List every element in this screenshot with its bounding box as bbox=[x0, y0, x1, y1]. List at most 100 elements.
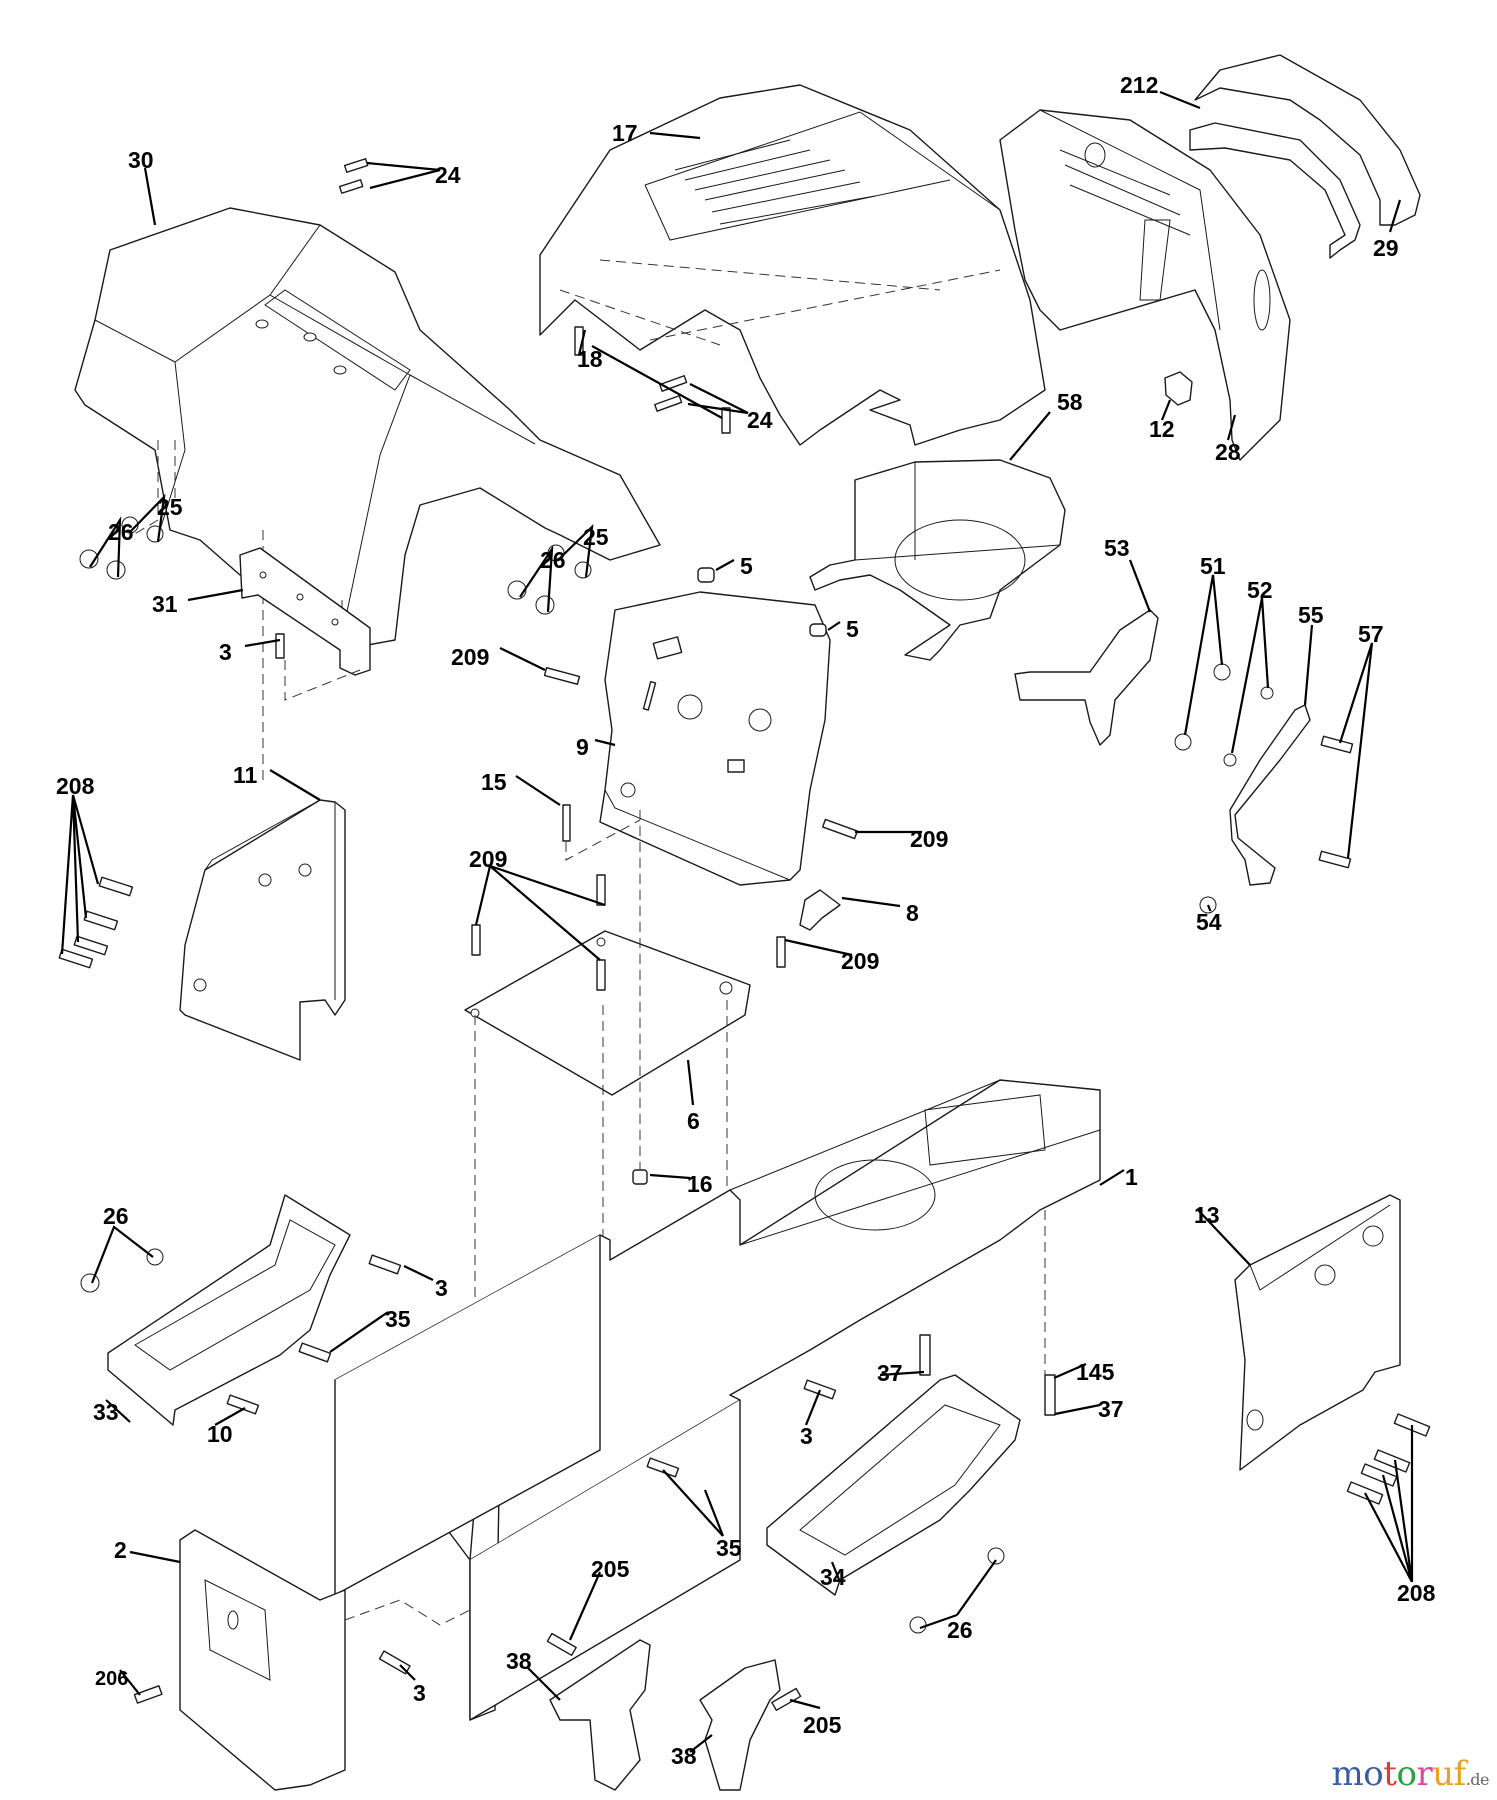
part-hood bbox=[539, 84, 1046, 446]
callout-206: 206 bbox=[95, 1668, 128, 1690]
callout-26: 26 bbox=[540, 547, 566, 573]
part-clip-8 bbox=[799, 889, 841, 931]
callout-18: 18 bbox=[577, 346, 603, 372]
bolt-pair-24-top bbox=[338, 158, 369, 194]
callout-205: 205 bbox=[803, 1712, 842, 1738]
nut-16 bbox=[632, 1169, 648, 1185]
part-plate-6 bbox=[464, 930, 751, 1096]
callout-208: 208 bbox=[56, 773, 95, 799]
callout-12: 12 bbox=[1149, 416, 1175, 442]
watermark-letter: r bbox=[1416, 1754, 1433, 1794]
callout-55: 55 bbox=[1298, 602, 1324, 628]
callout-37: 37 bbox=[877, 1360, 903, 1386]
callout-1: 1 bbox=[1125, 1164, 1138, 1190]
part-shroud-58 bbox=[809, 459, 1066, 661]
callout-54: 54 bbox=[1196, 909, 1222, 935]
part-grille-28 bbox=[999, 109, 1291, 461]
callout-35: 35 bbox=[385, 1306, 411, 1332]
part-side-panel-11 bbox=[179, 799, 346, 1061]
callout-30: 30 bbox=[128, 147, 154, 173]
callout-209: 209 bbox=[841, 948, 879, 974]
part-clip-12 bbox=[1164, 371, 1193, 406]
callout-57: 57 bbox=[1358, 621, 1384, 647]
callout-24: 24 bbox=[435, 162, 461, 188]
callout-209: 209 bbox=[910, 826, 948, 852]
callout-26: 26 bbox=[103, 1203, 129, 1229]
screw-205-upper bbox=[546, 1632, 577, 1657]
screw-209-upper bbox=[543, 667, 581, 685]
part-trim-212 bbox=[1189, 122, 1361, 259]
callout-37: 37 bbox=[1098, 1396, 1124, 1422]
callout-16: 16 bbox=[687, 1171, 713, 1197]
callout-29: 29 bbox=[1373, 235, 1399, 261]
part-front-bracket-2 bbox=[179, 1529, 346, 1791]
bolts-208-left bbox=[58, 876, 134, 969]
screws-209-group-c bbox=[596, 959, 606, 991]
watermark-letter: t bbox=[1383, 1754, 1397, 1794]
callout-209: 209 bbox=[469, 846, 507, 872]
callout-13: 13 bbox=[1194, 1202, 1220, 1228]
callout-208: 208 bbox=[1397, 1580, 1436, 1606]
callout-3: 3 bbox=[413, 1680, 426, 1706]
part-38-lower bbox=[699, 1659, 781, 1791]
watermark-letter: f bbox=[1453, 1754, 1467, 1794]
screw-209-right bbox=[821, 818, 859, 840]
part-bracket-31 bbox=[239, 547, 371, 676]
watermark-logo: motoruf.de bbox=[1331, 1754, 1490, 1794]
callout-52: 52 bbox=[1247, 577, 1273, 603]
screw-15 bbox=[562, 804, 571, 842]
screws-209-group-a bbox=[471, 924, 481, 956]
callout-34: 34 bbox=[820, 1564, 846, 1590]
callout-3: 3 bbox=[435, 1275, 448, 1301]
callout-25: 25 bbox=[157, 494, 183, 520]
callout-3: 3 bbox=[800, 1423, 813, 1449]
part-bracket-55 bbox=[1229, 704, 1311, 886]
callout-2: 2 bbox=[114, 1537, 127, 1563]
watermark-letter: m bbox=[1331, 1754, 1364, 1794]
callout-5: 5 bbox=[740, 553, 753, 579]
part-footrest-34 bbox=[766, 1374, 1021, 1596]
callout-205: 205 bbox=[591, 1556, 630, 1582]
grommet-5a bbox=[697, 567, 715, 583]
bolts-208-right bbox=[1346, 1413, 1431, 1505]
screw-206 bbox=[133, 1685, 163, 1704]
screw-205-lower bbox=[771, 1687, 802, 1712]
screws-209-group-b bbox=[596, 874, 606, 906]
watermark-letter: o bbox=[1363, 1754, 1384, 1794]
callout-33: 33 bbox=[93, 1399, 119, 1425]
hardware-51-52-57 bbox=[1174, 663, 1354, 914]
callout-58: 58 bbox=[1057, 389, 1083, 415]
part-bracket-53 bbox=[1014, 609, 1159, 746]
callout-5: 5 bbox=[846, 616, 859, 642]
leader-lines bbox=[60, 90, 1414, 1753]
callout-212: 212 bbox=[1120, 72, 1158, 98]
callout-31: 31 bbox=[152, 591, 178, 617]
bolt-pair-24-mid bbox=[654, 375, 688, 412]
part-fender-pan bbox=[74, 207, 661, 651]
callout-38: 38 bbox=[671, 1743, 697, 1769]
grommet-5b bbox=[809, 623, 827, 637]
callout-9: 9 bbox=[576, 734, 589, 760]
callout-3: 3 bbox=[219, 639, 232, 665]
callout-8: 8 bbox=[906, 900, 919, 926]
callout-35: 35 bbox=[716, 1535, 742, 1561]
hardware-33 bbox=[80, 1248, 402, 1415]
callout-17: 17 bbox=[612, 120, 638, 146]
callout-11: 11 bbox=[233, 762, 258, 788]
callout-25: 25 bbox=[583, 524, 609, 550]
callout-145: 145 bbox=[1076, 1359, 1115, 1385]
callout-51: 51 bbox=[1200, 553, 1226, 579]
part-footrest-33 bbox=[107, 1194, 351, 1426]
callout-38: 38 bbox=[506, 1648, 532, 1674]
callout-6: 6 bbox=[687, 1108, 700, 1134]
screw-209-lower bbox=[776, 936, 786, 968]
watermark-letter: u bbox=[1432, 1754, 1454, 1794]
callout-24: 24 bbox=[747, 407, 773, 433]
part-38-upper bbox=[549, 1639, 651, 1791]
callout-10: 10 bbox=[207, 1421, 233, 1447]
watermark-tld: .de bbox=[1465, 1770, 1490, 1789]
callout-209: 209 bbox=[451, 644, 489, 670]
part-dash-panel-9 bbox=[599, 591, 831, 886]
part-side-panel-13 bbox=[1234, 1194, 1401, 1471]
